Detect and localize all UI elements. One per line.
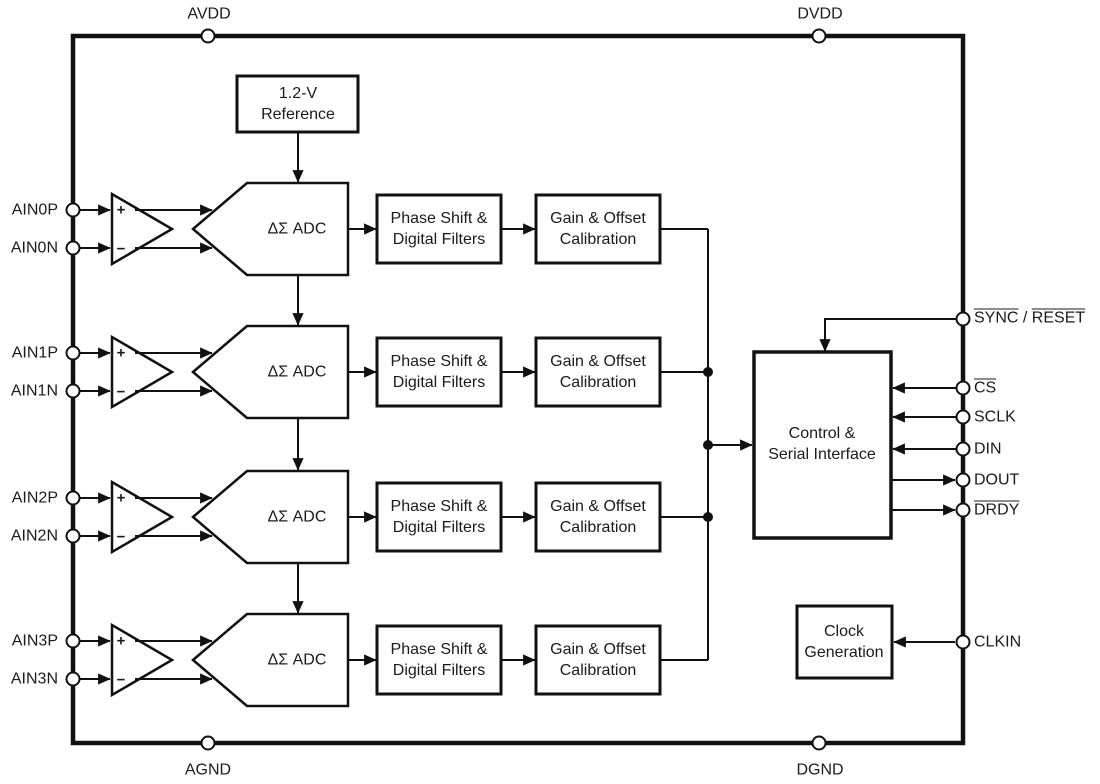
reference-label: 1.2-V Reference bbox=[261, 85, 335, 123]
amp-minus-sign: − bbox=[116, 240, 126, 258]
dvdd-label: DVDD bbox=[797, 5, 843, 23]
clkin-label: CLKIN bbox=[974, 633, 1022, 651]
sync-reset-label: SYNC / RESET bbox=[974, 309, 1086, 327]
amp-minus-sign: − bbox=[116, 671, 126, 689]
reference-box bbox=[235, 74, 360, 134]
amp-plus-sign: + bbox=[116, 201, 126, 219]
sync-reset-wire bbox=[819, 318, 956, 352]
sclk-label: SCLK bbox=[974, 408, 1016, 426]
adc-label: ΔΣ ADC bbox=[267, 363, 327, 381]
dgnd-label: DGND bbox=[796, 761, 844, 779]
adc-label: ΔΣ ADC bbox=[267, 220, 327, 238]
ain2p-label: AIN2P bbox=[11, 489, 58, 507]
phase-filter-label: Phase Shift &Digital Filters bbox=[390, 353, 488, 391]
ain1p-label: AIN1P bbox=[11, 344, 58, 362]
cs-pin bbox=[955, 380, 971, 396]
cs-label: CS bbox=[974, 379, 997, 397]
ain1n-label: AIN1N bbox=[10, 382, 58, 400]
sclk-pin bbox=[955, 409, 971, 425]
agnd-pin bbox=[200, 735, 216, 751]
agnd-label: AGND bbox=[184, 761, 232, 779]
drdy-label: DRDY bbox=[974, 501, 1020, 519]
sync-reset-pin bbox=[955, 311, 971, 327]
clkin-pin bbox=[955, 634, 971, 650]
dout-label: DOUT bbox=[974, 471, 1020, 489]
ain0p-label: AIN0P bbox=[11, 201, 58, 219]
amp-plus-sign: + bbox=[116, 489, 126, 507]
amp-plus-sign: + bbox=[116, 632, 126, 650]
dout-pin bbox=[955, 472, 971, 488]
phase-filter-label: Phase Shift &Digital Filters bbox=[390, 641, 488, 679]
ain0n-label: AIN0N bbox=[10, 239, 58, 257]
din-label: DIN bbox=[974, 440, 1002, 458]
avdd-label: AVDD bbox=[187, 5, 231, 23]
ain3n-label: AIN3N bbox=[10, 670, 58, 688]
amp-minus-sign: − bbox=[116, 383, 126, 401]
phase-filter-label: Phase Shift &Digital Filters bbox=[390, 498, 488, 536]
adc-label: ΔΣ ADC bbox=[267, 651, 327, 669]
bus-junction-dot bbox=[703, 512, 713, 522]
ain2n-label: AIN2N bbox=[10, 527, 58, 545]
adc-label: ΔΣ ADC bbox=[267, 508, 327, 526]
control-serial-label: Control &Serial Interface bbox=[768, 425, 876, 463]
ain3p-label: AIN3P bbox=[11, 632, 58, 650]
din-pin bbox=[955, 441, 971, 457]
control-serial-box bbox=[752, 350, 893, 540]
clock-generation-box bbox=[795, 604, 894, 680]
dvdd-pin bbox=[811, 28, 827, 44]
amp-minus-sign: − bbox=[116, 528, 126, 546]
phase-filter-label: Phase Shift &Digital Filters bbox=[390, 210, 488, 248]
amp-plus-sign: + bbox=[116, 344, 126, 362]
avdd-pin bbox=[200, 28, 216, 44]
bus-junction-dot bbox=[703, 367, 713, 377]
dgnd-pin bbox=[811, 735, 827, 751]
drdy-pin bbox=[955, 502, 971, 518]
